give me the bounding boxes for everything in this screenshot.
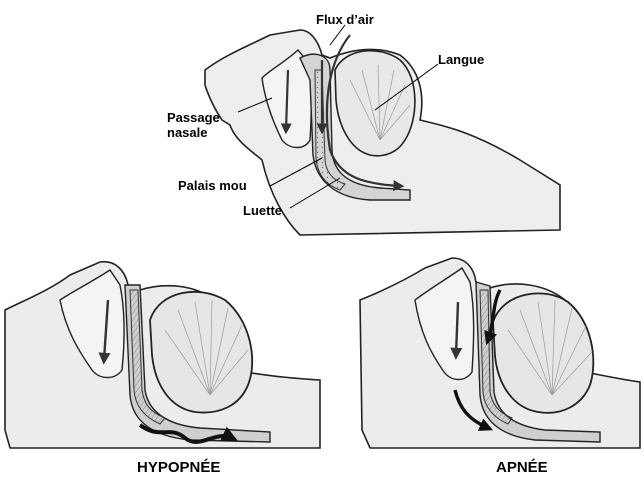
tongue-hypopnea <box>150 292 252 413</box>
hypopnea-panel <box>5 262 320 448</box>
leader-airflow <box>330 25 345 45</box>
caption-apnea: APNÉE <box>496 459 548 477</box>
label-nasal-passage: Passage nasale <box>167 110 220 140</box>
label-soft-palate: Palais mou <box>178 178 247 193</box>
label-uvula: Luette <box>243 203 282 218</box>
label-airflow: Flux d’air <box>316 12 374 27</box>
caption-hypopnea: HYPOPNÉE <box>137 459 220 477</box>
label-tongue: Langue <box>438 52 484 67</box>
apnea-panel <box>360 258 640 448</box>
